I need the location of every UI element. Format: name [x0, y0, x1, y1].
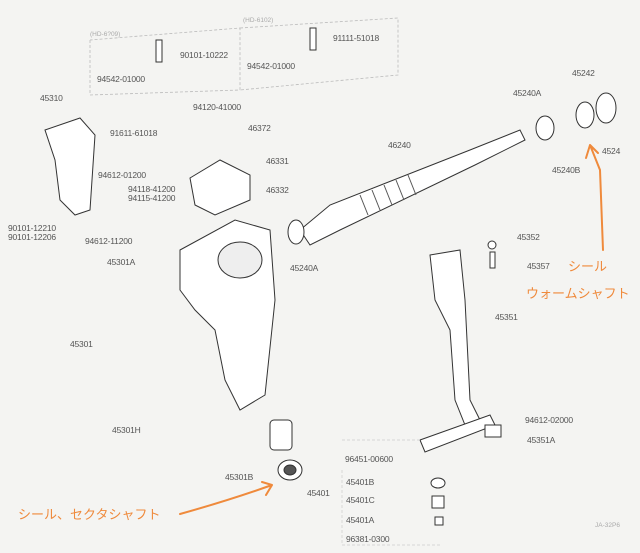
washer-45352: [487, 240, 497, 250]
part-label: 90101-10222: [180, 50, 228, 60]
part-label: 46331: [266, 156, 289, 166]
worm-seal-arrow: [585, 144, 604, 251]
part-label: 94542-01000: [97, 74, 145, 84]
bolt-91111-51018: [309, 27, 317, 51]
part-label: 94542-01000: [247, 61, 295, 71]
kit-box-right: [239, 17, 399, 91]
annotation-worm-seal: シール: [568, 259, 608, 274]
part-label: 45351A: [527, 435, 556, 445]
part-label: 45401B: [346, 477, 375, 487]
housing-opening: [217, 241, 263, 279]
kit-boxes: [89, 17, 399, 96]
kit-header-left: (HD-6?09): [90, 31, 121, 38]
part-label: 94612-01200: [98, 170, 146, 180]
nut-45242: [595, 92, 617, 124]
part-label: 45401: [307, 488, 330, 498]
bracket-45310: [44, 117, 96, 216]
screw-45357: [489, 251, 496, 269]
part-label: 45310: [40, 93, 63, 103]
bearing-45240A-low: [287, 219, 305, 245]
nut-45401A: [434, 516, 444, 526]
sector-seal-arrow: [179, 481, 273, 515]
seal-worm: [575, 101, 595, 129]
part-label: 94612-11200: [85, 236, 133, 246]
plug-45401C: [431, 495, 445, 509]
part-label: 45301H: [112, 425, 141, 435]
part-label: 94115-41200: [128, 193, 176, 203]
cover-46331: [189, 159, 251, 216]
part-label: 46372: [248, 123, 271, 133]
part-label: 45240A: [513, 88, 542, 98]
annotation-worm-shaft: ウォームシャフト: [526, 286, 630, 301]
part-label: 90101-12210: [8, 223, 56, 233]
part-label: 46332: [266, 185, 289, 195]
part-label: 45240A: [290, 263, 319, 273]
part-label: 45301A: [107, 257, 136, 267]
sector-shaft-45351: [429, 249, 481, 426]
kit-header-right: (HD-6102): [243, 17, 274, 24]
part-label: 45240B: [552, 165, 581, 175]
part-label: 45242: [572, 68, 595, 78]
part-label: 90101-12206: [8, 232, 56, 242]
part-label: 91611-61018: [110, 128, 158, 138]
part-label: 46240: [388, 140, 411, 150]
part-label: 45401A: [346, 515, 375, 525]
kit-box-left: [89, 27, 241, 96]
nut-45351A: [484, 424, 502, 438]
part-label: 45357: [527, 261, 550, 271]
part-label: 45351: [495, 312, 518, 322]
part-label: 45301: [70, 339, 93, 349]
ring-45401B: [430, 477, 446, 489]
bearing-45240A-high: [535, 115, 555, 141]
part-label: 45401C: [346, 495, 375, 505]
part-label: 96381-0300: [346, 534, 390, 544]
annotation-arrows: [179, 144, 604, 515]
page-code: JA-32P6: [595, 522, 620, 529]
part-label: 96451-00600: [345, 454, 393, 464]
bush-45301H: [269, 419, 293, 451]
part-label: 94612-02000: [525, 415, 573, 425]
pitman-arm-45401: [419, 414, 496, 453]
part-label: 94120-41000: [193, 102, 241, 112]
part-label: 45352: [517, 232, 540, 242]
annotation-sector-seal: シール、セクタシャフト: [18, 507, 161, 522]
bolt-90101-10222: [155, 39, 163, 63]
steering-box-parts: [44, 27, 617, 526]
part-label: 4524: [602, 146, 621, 156]
part-label: 94118-41200: [128, 184, 176, 194]
part-label: 91111-51018: [333, 33, 380, 43]
part-label: 45301B: [225, 472, 254, 482]
